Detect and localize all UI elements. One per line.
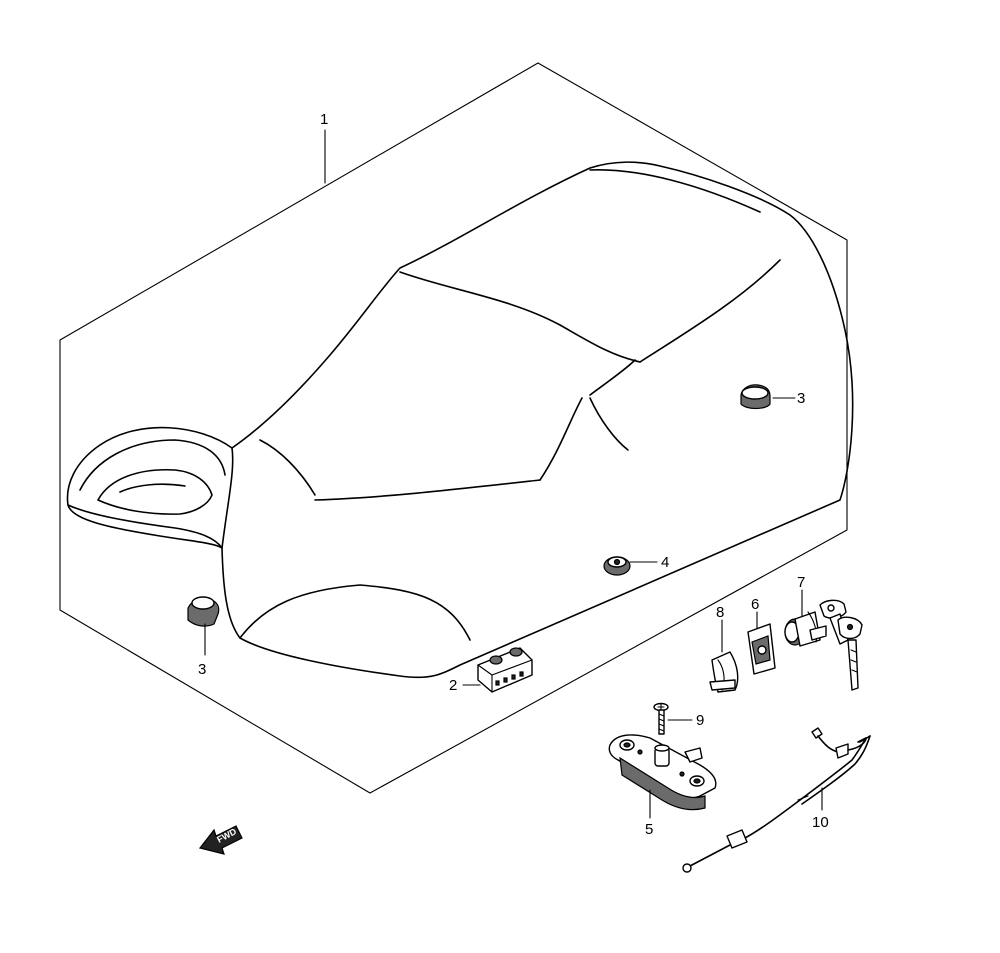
holder-part-6[interactable] bbox=[747, 623, 776, 675]
cable-part-10[interactable] bbox=[682, 727, 871, 873]
bracket-part-5[interactable] bbox=[608, 734, 717, 811]
callout-3-left: 3 bbox=[198, 661, 206, 678]
callout-5: 5 bbox=[645, 821, 653, 838]
callout-2: 2 bbox=[449, 677, 457, 694]
cushion-left-part-3[interactable] bbox=[187, 596, 220, 627]
leader-lines bbox=[204, 129, 823, 819]
callout-3-right: 3 bbox=[797, 390, 805, 407]
callout-6: 6 bbox=[751, 596, 759, 613]
cushion-right-part-3[interactable] bbox=[740, 384, 771, 410]
lock-set-part-7[interactable] bbox=[784, 599, 863, 691]
cushion-block-part-2[interactable] bbox=[477, 647, 533, 693]
fwd-arrow-icon: FWD bbox=[198, 825, 243, 855]
screw-part-9[interactable] bbox=[653, 702, 669, 735]
callout-9: 9 bbox=[696, 712, 704, 729]
seat-part-1[interactable] bbox=[66, 161, 854, 679]
callout-4: 4 bbox=[661, 554, 669, 571]
callout-7: 7 bbox=[797, 574, 805, 591]
callout-1: 1 bbox=[320, 111, 328, 128]
nut-part-4[interactable] bbox=[603, 556, 631, 576]
callout-10: 10 bbox=[812, 814, 829, 831]
clip-part-8[interactable] bbox=[709, 651, 739, 693]
assembly-boundary bbox=[59, 62, 848, 794]
callout-8: 8 bbox=[716, 604, 724, 621]
